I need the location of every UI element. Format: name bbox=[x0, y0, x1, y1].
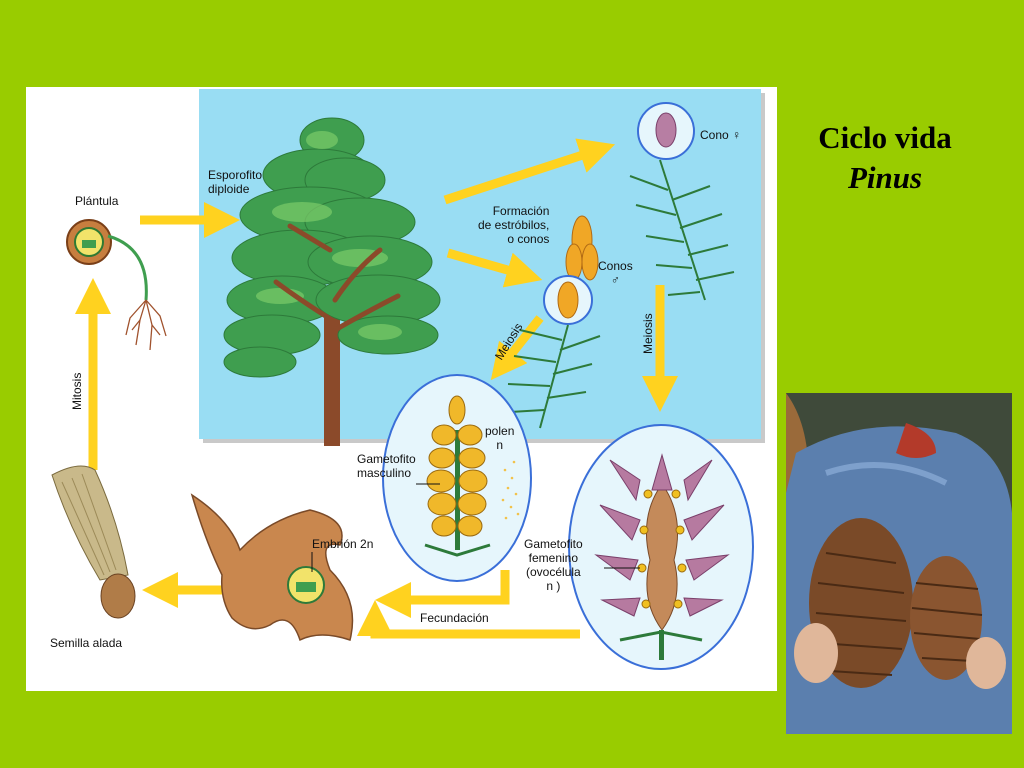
label-formacion-line1: Formación bbox=[492, 204, 550, 218]
label-esporofito-line2: diploide bbox=[208, 182, 250, 196]
title-species: Pinus bbox=[847, 160, 923, 195]
label-gametofito-femenino: Gametofito femenino (ovocélula n ) bbox=[524, 537, 583, 593]
label-esporofito: Esporofito diploide bbox=[208, 168, 262, 196]
pine-cone-photo-art bbox=[786, 393, 1012, 734]
label-formacion-line3: o conos bbox=[507, 232, 550, 246]
plantula-figure bbox=[66, 219, 167, 351]
label-fecundacion: Fecundación bbox=[420, 611, 489, 625]
label-conos-line1: Conos bbox=[598, 259, 633, 273]
female-cone-figure bbox=[629, 102, 735, 301]
label-polen-line2: n bbox=[496, 438, 504, 452]
male-gametophyte-figure bbox=[382, 374, 532, 582]
arrow-meiosis-male bbox=[490, 315, 544, 381]
label-gam-masc-line1: Gametofito bbox=[357, 452, 416, 466]
winged-seed-figure bbox=[51, 465, 136, 619]
label-polen: polen n bbox=[485, 424, 514, 452]
embryo-figure bbox=[190, 493, 354, 642]
label-embrion: Embrión 2n bbox=[312, 537, 374, 551]
label-polen-line1: polen bbox=[485, 424, 515, 438]
slide-title: Ciclo vida Pinus bbox=[800, 118, 970, 198]
label-cono-femenino: Cono ♀ bbox=[700, 128, 742, 142]
label-conos-line2: ♂ bbox=[610, 273, 620, 287]
label-gametofito-masculino: Gametofito masculino bbox=[357, 452, 416, 480]
arrow-tree-to-female-cone bbox=[443, 138, 616, 205]
label-conos-masculinos: Conos ♂ bbox=[598, 259, 633, 287]
cycle-arrows bbox=[75, 138, 678, 639]
label-semilla-alada: Semilla alada bbox=[50, 636, 123, 650]
label-formacion-line2: de estróbilos, bbox=[478, 218, 550, 232]
label-gam-fem-line1: Gametofito bbox=[524, 537, 583, 551]
label-gam-fem-line4: n ) bbox=[546, 579, 561, 593]
label-formacion: Formación de estróbilos, o conos bbox=[478, 204, 549, 246]
label-plantula: Plántula bbox=[75, 194, 119, 208]
arrow-tree-to-male-cone bbox=[446, 248, 543, 288]
sporophyte-tree bbox=[223, 117, 441, 446]
arrow-fecundacion bbox=[357, 600, 580, 639]
male-cone-figure bbox=[507, 215, 601, 429]
female-gametophyte-figure bbox=[568, 424, 754, 670]
pine-cone-photo bbox=[786, 393, 1012, 734]
label-esporofito-line1: Esporofito bbox=[208, 168, 263, 182]
label-meiosis-right: Meiosis bbox=[641, 313, 655, 354]
label-gam-fem-line3: (ovocélula bbox=[526, 565, 581, 579]
label-gam-masc-line2: masculino bbox=[357, 466, 412, 480]
label-mitosis: Mitosis bbox=[70, 372, 84, 410]
arrow-pollen-to-embryo bbox=[375, 570, 510, 618]
title-line1: Ciclo vida bbox=[818, 120, 952, 155]
label-gam-fem-line2: femenino bbox=[528, 551, 579, 565]
